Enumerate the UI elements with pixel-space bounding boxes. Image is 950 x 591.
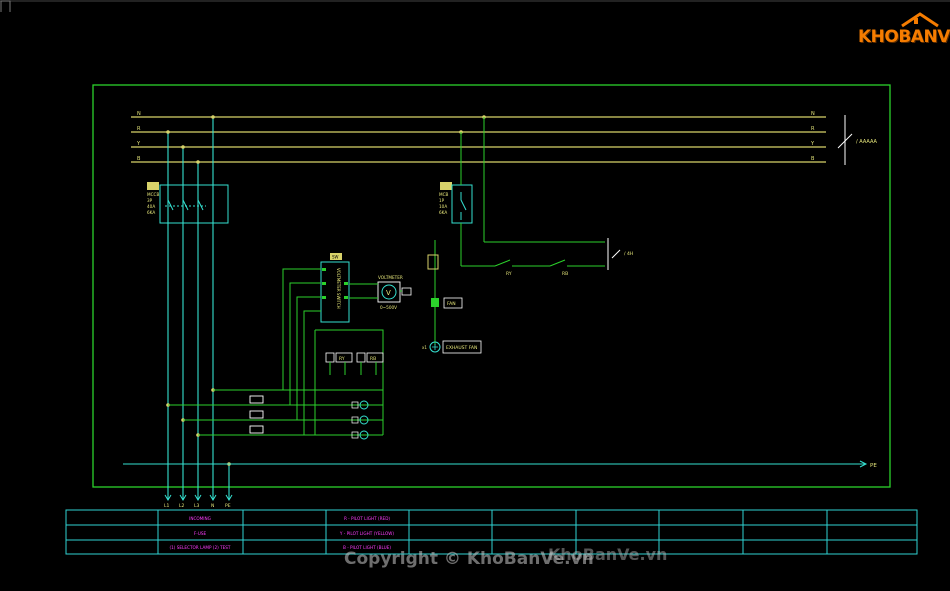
- breaker-spec: MCCB: [147, 192, 159, 197]
- relay-box-label: RB: [370, 356, 376, 362]
- bus-labels-right: N R Y B: [810, 111, 815, 162]
- bus-label-left: R: [137, 126, 141, 132]
- bus-label-left: Y: [136, 141, 141, 147]
- fan-rotor-icon: [432, 344, 438, 350]
- terminal-arrows: [164, 494, 233, 501]
- pilot-lamp-icon: [359, 400, 369, 410]
- title-cell: INCOMING: [189, 516, 211, 521]
- exhaust-label: EXHAUST FAN: [446, 345, 477, 351]
- exhaust-fan-icon: [429, 341, 441, 353]
- voltmeter: VOLTMETER V 0~500V: [377, 275, 412, 310]
- pilot-wiring: [168, 389, 383, 436]
- ucs-corner-mark: [0, 0, 11, 12]
- exhaust-label-box: [442, 340, 482, 354]
- title-block-text: INCOMING F-USE (1) SELECTOR LAMP (2) TES…: [169, 516, 394, 550]
- breaker-spec: MCB: [439, 192, 449, 197]
- bus-label-right: R: [811, 126, 815, 132]
- bus-label-right: B: [811, 156, 815, 162]
- control-cable-symbol: [607, 238, 621, 270]
- breaker-spec: 6KA: [147, 210, 155, 215]
- main-breaker: MCCB 3P 40A 6KA: [147, 182, 229, 224]
- terminal-label: PE: [225, 503, 231, 509]
- bus-label-right: N: [811, 111, 815, 117]
- breaker-spec: 40A: [147, 204, 155, 209]
- relay-contact-label: RY: [506, 271, 512, 277]
- fan-label-box: [443, 297, 463, 309]
- title-cell: (1) SELECTOR LAMP (2) TEST: [169, 545, 230, 550]
- drawing-frame: [92, 84, 891, 488]
- switch-tag: [330, 253, 342, 260]
- voltmeter-label: VOLTMETER: [378, 275, 403, 280]
- control-label: / 4H: [624, 251, 633, 257]
- bottom-terminals: L1 L2 L3 N PE: [164, 503, 231, 509]
- relay-contact-label: RB: [562, 271, 568, 277]
- relays: RY RB: [325, 352, 384, 375]
- breaker-tag: [147, 182, 159, 190]
- bus-label-right: Y: [810, 141, 815, 147]
- voltmeter-range: 0~500V: [380, 305, 397, 310]
- terminal-label: L1: [164, 503, 170, 509]
- bus-label-left: N: [137, 111, 141, 117]
- bus-label-left: B: [137, 156, 141, 162]
- fan-terminal-label: x1: [422, 345, 427, 350]
- pilot-lamp-icon: [359, 430, 369, 440]
- relay-box-label: RY: [339, 356, 345, 362]
- title-cell: B - PILOT LIGHT (BLUE): [343, 545, 391, 550]
- terminal-label: N: [211, 503, 214, 509]
- watermark-site: KhoBanVe.vn: [548, 545, 668, 564]
- breaker-tag: [440, 182, 452, 190]
- aux-wiring: [434, 117, 605, 345]
- pe-label: PE: [870, 463, 877, 469]
- aux-breaker: MCB 1P 10A 6KA: [439, 182, 473, 224]
- fan-terminal-icon: [431, 298, 439, 307]
- breaker-spec: 1P: [439, 198, 445, 203]
- feeder-wires: [167, 117, 230, 500]
- thermostat-icon: [427, 254, 439, 270]
- breaker-spec: 3P: [147, 198, 153, 203]
- fan-label: FAN: [447, 301, 456, 307]
- selector-wiring: [282, 268, 384, 435]
- terminal-label: L2: [179, 503, 185, 509]
- fuses: [249, 395, 264, 434]
- bus-labels-left: N R Y B: [136, 111, 141, 162]
- voltmeter-symbol: V: [386, 289, 391, 297]
- pilot-lamps: [351, 400, 369, 440]
- title-cell: Y - PILOT LIGHT (YELLOW): [339, 531, 395, 536]
- switch-to-meter-wires: [349, 283, 402, 299]
- title-cell: R - PILOT LIGHT (RED): [344, 516, 390, 521]
- switch-tag-label: SW: [332, 255, 339, 260]
- pe-arrow: [859, 460, 868, 468]
- bus-bars: [131, 116, 826, 163]
- house-roof-icon: [901, 12, 939, 28]
- voltmeter-switch: SW VOLTMETER SWITCH: [320, 253, 350, 323]
- incoming-label: / AAAAA: [856, 139, 878, 145]
- title-block: [65, 509, 918, 555]
- junction-dots: [166, 115, 486, 466]
- title-cell: F-USE: [194, 531, 207, 536]
- breaker-spec: 10A: [439, 204, 447, 209]
- logo-text: KHOBANVE: [858, 27, 950, 47]
- rotary-switch-text: VOLTMETER SWITCH: [336, 268, 341, 309]
- khobanve-logo: KHOBANVE: [852, 12, 950, 52]
- copyright-watermark: Copyright © KhoBanVe.vn: [344, 549, 594, 569]
- voltmeter-fuse: [401, 287, 412, 296]
- terminal-label: L3: [194, 503, 200, 509]
- breaker-spec: 6KA: [439, 210, 447, 215]
- pilot-lamp-icon: [359, 415, 369, 425]
- incoming-cable-symbol: [837, 115, 853, 165]
